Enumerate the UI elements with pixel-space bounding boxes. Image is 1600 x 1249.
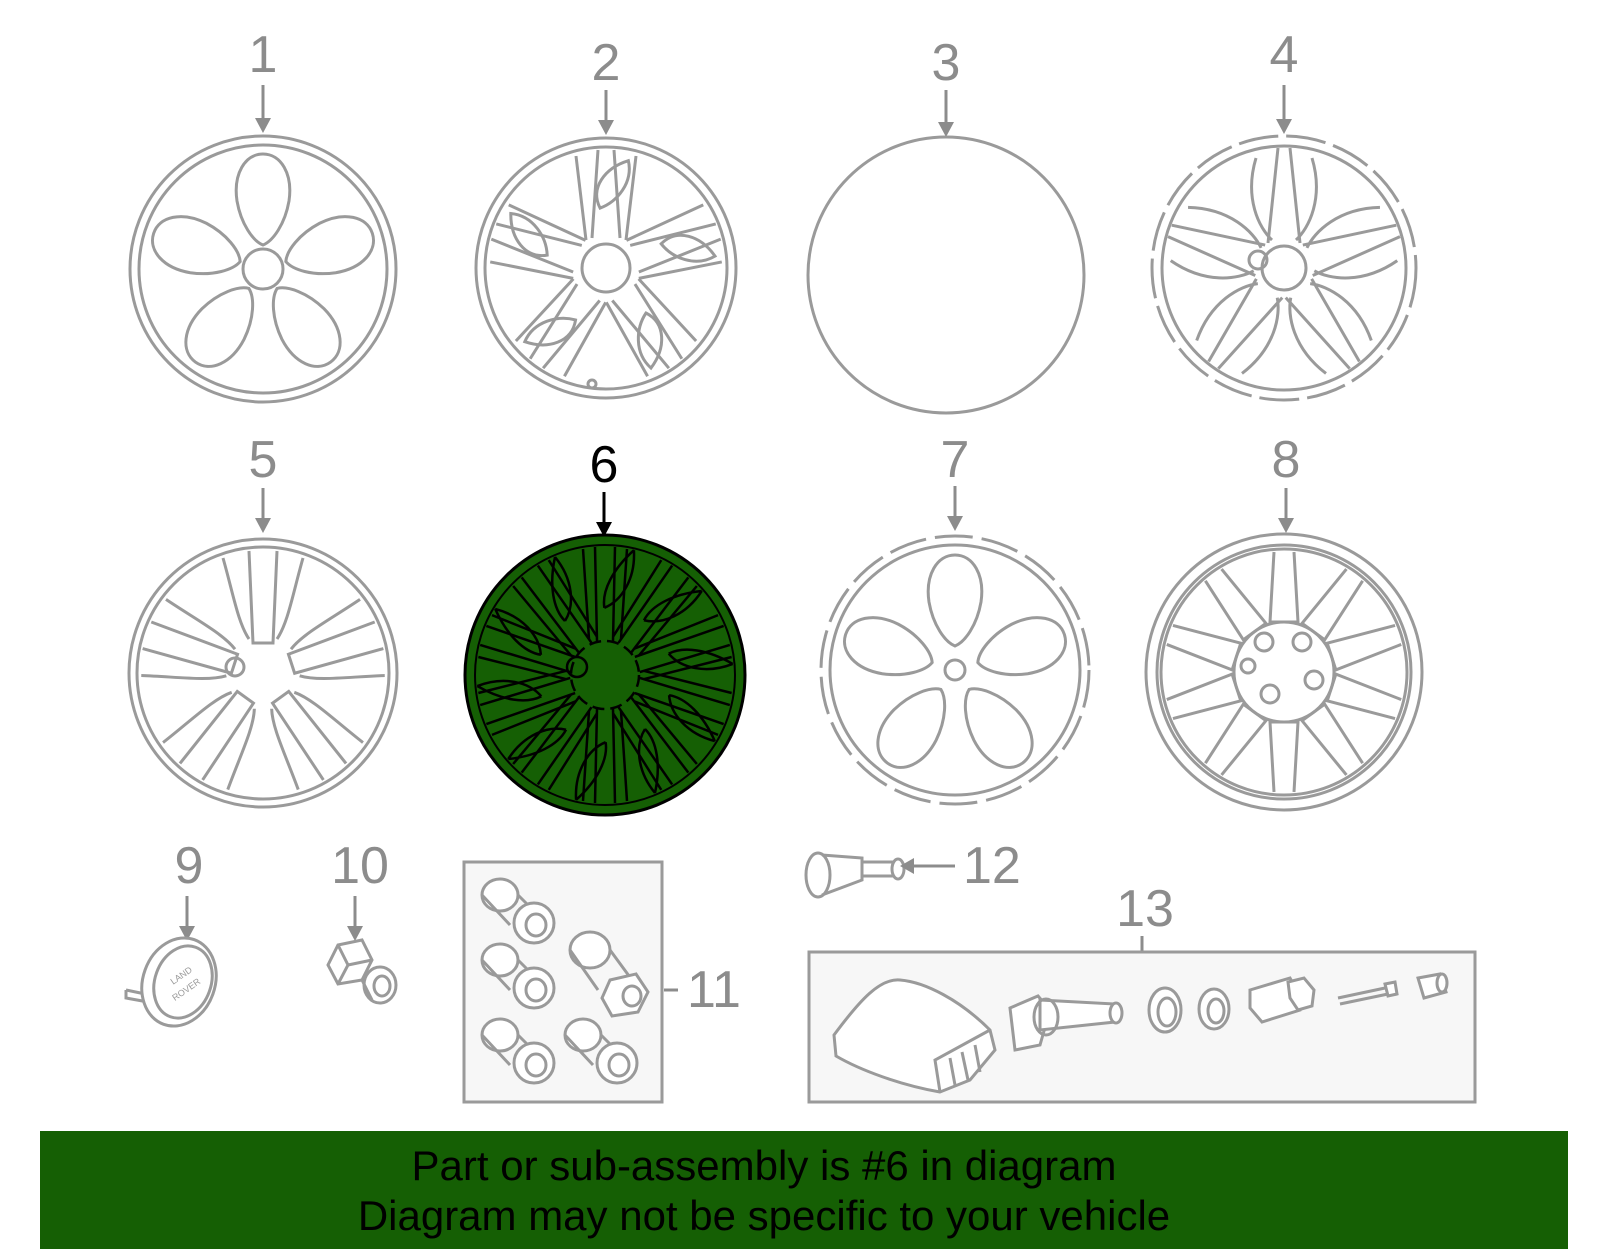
info-banner: Part or sub-assembly is #6 in diagram Di… [40,1131,1568,1249]
callout-10: 10 [331,837,389,895]
banner-line-2: Diagram may not be specific to your vehi… [357,1192,1171,1239]
callout-3: 3 [932,34,961,92]
part-13-components [832,972,1449,1094]
part-4-wheel[interactable]: 4 [1150,26,1418,402]
wheel-8-spokes [1166,551,1402,793]
wheel-5-spokes [141,550,385,791]
wheel-6-spokes [476,546,734,804]
part-10-lug-nut[interactable]: 10 [326,837,398,1005]
part-5-wheel[interactable]: 5 [127,431,399,809]
part-6-wheel-highlighted[interactable]: 6 [463,436,747,817]
part-12-valve-stem[interactable]: 12 [804,837,1021,899]
callout-9: 9 [175,837,204,895]
callout-8: 8 [1272,431,1301,489]
wheel-7-spokes [835,553,1075,781]
callout-4: 4 [1270,26,1299,84]
callout-2: 2 [592,34,621,92]
part-8-wheel[interactable]: 8 [1144,431,1424,812]
part-11-nuts [480,877,650,1085]
callout-1: 1 [249,26,278,84]
part-11-locking-nut-kit[interactable]: 11 [462,860,741,1104]
callout-13: 13 [1116,880,1174,938]
callout-5: 5 [249,431,278,489]
wheel-1-spokes [143,152,383,380]
callout-7: 7 [941,431,970,489]
wheel-6-rim [463,533,747,817]
banner-line-1: Part or sub-assembly is #6 in diagram [411,1142,1117,1189]
part-13-tpms-sensor-kit[interactable]: 13 [807,880,1477,1104]
part-1-wheel[interactable]: 1 [128,26,398,404]
part-3-wheel-cover[interactable]: 3 [806,34,1086,415]
part-7-wheel[interactable]: 7 [819,431,1091,806]
callout-12: 12 [963,837,1021,895]
part-2-wheel[interactable]: 2 [474,34,738,400]
wheel-4-spokes [1167,147,1401,375]
wheel-2-spokes [489,149,723,377]
callout-11: 11 [687,961,741,1019]
callout-6: 6 [590,436,619,494]
part-9-center-cap[interactable]: 9 LAND ROVER [124,837,228,1037]
